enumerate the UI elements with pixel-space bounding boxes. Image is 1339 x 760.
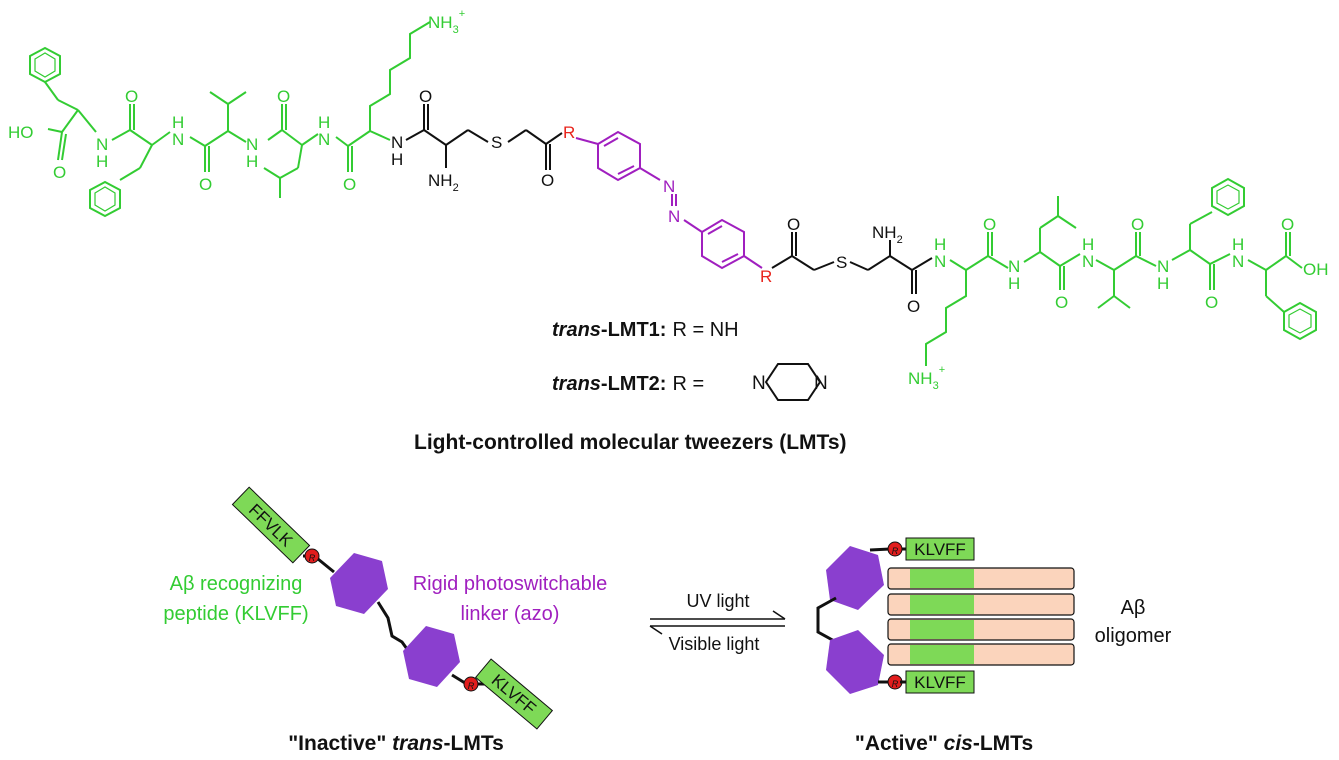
left-peptide-bonds xyxy=(29,21,431,218)
structure-title: Light-controlled molecular tweezers (LMT… xyxy=(414,431,847,454)
atom-n-5: N xyxy=(318,130,330,149)
oligomer-label-1: Aβ xyxy=(1121,597,1146,619)
oligomer-strand-core xyxy=(910,620,974,639)
atom-o-10: O xyxy=(983,215,996,234)
peptide-box-klvff-cis-bottom xyxy=(905,670,975,694)
caption-trans: "Inactive" trans-LMTs xyxy=(288,732,504,755)
abeta-oligomer xyxy=(887,567,1075,666)
atom-n-12: N xyxy=(1082,252,1094,271)
r-dot-cis-bottom-label: R xyxy=(892,679,899,689)
atom-h-12: H xyxy=(1082,235,1094,254)
left-core-bonds xyxy=(405,104,563,170)
atom-o-3: O xyxy=(199,175,212,194)
peptide-label-klvff-cis-top: KLVFF xyxy=(914,540,966,559)
piperazine-n-left: N xyxy=(752,373,766,394)
atom-n-10: N xyxy=(934,252,946,271)
atom-o-2: O xyxy=(125,87,138,106)
atom-n-13: N xyxy=(1157,257,1169,276)
atom-r-top: R xyxy=(563,123,575,142)
trans-lmt-cartoon: FFVLK R R KLVFF xyxy=(231,486,554,730)
atom-n-2: H xyxy=(172,113,184,132)
oligomer-strand-core xyxy=(910,569,974,588)
atom-o-5: O xyxy=(343,175,356,194)
atom-o-9: O xyxy=(907,297,920,316)
atom-o-7: O xyxy=(541,171,554,190)
atom-o-11: O xyxy=(1055,293,1068,312)
r-dot-cis-top xyxy=(887,541,903,557)
caption-cis: "Active" cis-LMTs xyxy=(855,732,1033,755)
hexagon-cis-bottom xyxy=(826,630,884,694)
right-core-bonds xyxy=(771,232,933,294)
schematic: FFVLK R R KLVFF Aβ recognizing peptide (… xyxy=(163,486,1172,755)
lmt2-definition: trans-LMT2:R = xyxy=(552,373,704,395)
peptide-label-klvff-cis-bottom: KLVFF xyxy=(914,673,966,692)
azo-linker-bonds xyxy=(575,130,763,270)
oligomer-label-2: oligomer xyxy=(1095,625,1172,647)
atom-h-14: H xyxy=(1232,235,1244,254)
r-dot-trans-bottom-label: R xyxy=(468,681,475,691)
atom-nh3-left: NH3+ xyxy=(428,8,465,36)
atom-azo-n2: N xyxy=(668,207,680,226)
label-linker-2: linker (azo) xyxy=(461,603,560,625)
r-dot-trans-top-label: R xyxy=(309,553,316,563)
oligomer-strand-core xyxy=(910,645,974,664)
hexagon-cis-top xyxy=(826,546,884,610)
atom-o-12: O xyxy=(1131,215,1144,234)
atom-n-4: N xyxy=(246,135,258,154)
arrow-uv-label: UV light xyxy=(686,591,749,611)
arrow-visible-label: Visible light xyxy=(669,634,760,654)
piperazine-ring xyxy=(764,363,822,401)
atom-h-10: H xyxy=(934,235,946,254)
cis-lmt-cartoon: KLVFF R R KLVFF xyxy=(816,537,1075,694)
azo-bond-cis xyxy=(816,596,837,644)
atom-nh2-left: NH2 xyxy=(428,171,459,194)
atom-s-right: S xyxy=(836,253,847,272)
lmt1-definition: trans-LMT1:R = NH xyxy=(552,319,739,341)
atom-ho: HO xyxy=(8,123,34,142)
atom-o-8: O xyxy=(787,215,800,234)
atom-h-4: H xyxy=(246,152,258,171)
label-recognizing-1: Aβ recognizing xyxy=(170,573,303,595)
r-dot-cis-top-label: R xyxy=(892,546,899,556)
atom-o-14: O xyxy=(1281,215,1294,234)
atom-n-3: N xyxy=(172,130,184,149)
hexagon-trans-bottom xyxy=(403,626,460,687)
equilibrium-arrows xyxy=(649,610,786,635)
right-peptide-bonds xyxy=(925,177,1317,366)
atom-n-11: N xyxy=(1008,257,1020,276)
atom-n-14: N xyxy=(1232,252,1244,271)
atom-r-bottom: R xyxy=(760,267,772,286)
atom-oh: OH xyxy=(1303,260,1329,279)
piperazine-n-right: N xyxy=(814,373,828,394)
atom-h-6: N xyxy=(391,133,403,152)
hexagon-trans-top xyxy=(330,553,388,614)
chemical-structure: HO O N H O H N O N H O H N O NH3+ N H O … xyxy=(8,8,1329,454)
peptide-box-ffvlk xyxy=(231,486,311,564)
label-linker-1: Rigid photoswitchable xyxy=(413,573,608,595)
atom-o-1: O xyxy=(53,163,66,182)
atom-s-left: S xyxy=(491,133,502,152)
atom-o-6: O xyxy=(419,87,432,106)
atom-nh3-right: NH3+ xyxy=(908,364,945,392)
peptide-box-klvff-trans xyxy=(474,658,554,730)
atom-h-6b: H xyxy=(391,150,403,169)
oligomer-strand-core xyxy=(910,595,974,614)
atom-azo-n1: N xyxy=(663,177,675,196)
label-recognizing-2: peptide (KLVFF) xyxy=(163,603,308,625)
atom-o-4: O xyxy=(277,87,290,106)
atom-n-1: N xyxy=(96,135,108,154)
atom-h-5: H xyxy=(318,113,330,132)
azo-bond-trans xyxy=(376,601,414,657)
atom-h-1: H xyxy=(96,152,108,171)
r-dot-trans-top xyxy=(304,548,320,564)
atom-h-13: H xyxy=(1157,274,1169,293)
atom-nh2-right: NH2 xyxy=(872,223,903,246)
atom-h-11: H xyxy=(1008,274,1020,293)
atom-o-13: O xyxy=(1205,293,1218,312)
